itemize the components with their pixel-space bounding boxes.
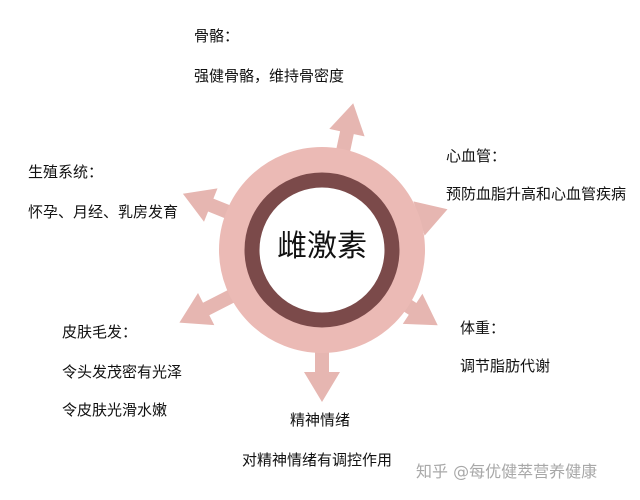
inner-ring [244,172,400,328]
outer-ring [219,147,425,353]
skin-heading: 皮肤毛发： [62,323,138,341]
skin-desc-2: 令皮肤光滑水嫩 [62,401,168,419]
arrow-mood [304,346,340,402]
weight-desc: 调节脂肪代谢 [460,357,551,375]
cardio-heading: 心血管： [446,147,507,165]
bone-desc: 强健骨骼，维持骨密度 [194,67,345,85]
cardio-desc: 预防血脂升高和心血管疾病 [446,185,627,203]
repro-desc: 怀孕、月经、乳房发育 [28,203,179,221]
arrow-cardio [411,201,448,236]
arrow-repro [182,188,236,222]
arrow-skin [179,287,240,326]
arrows-group [179,103,448,402]
center-title: 雌激素 [277,229,367,264]
arrow-bone [329,103,365,158]
bone-heading: 骨骼： [194,27,240,45]
mood-heading: 精神情绪 [290,411,351,429]
weight-heading: 体重： [460,319,506,337]
repro-heading: 生殖系统： [28,163,104,181]
mood-desc: 对精神情绪有调控作用 [242,451,393,469]
watermark: 知乎 @每优健萃营养健康 [416,462,598,481]
skin-desc-1: 令头发茂密有光泽 [62,363,183,381]
